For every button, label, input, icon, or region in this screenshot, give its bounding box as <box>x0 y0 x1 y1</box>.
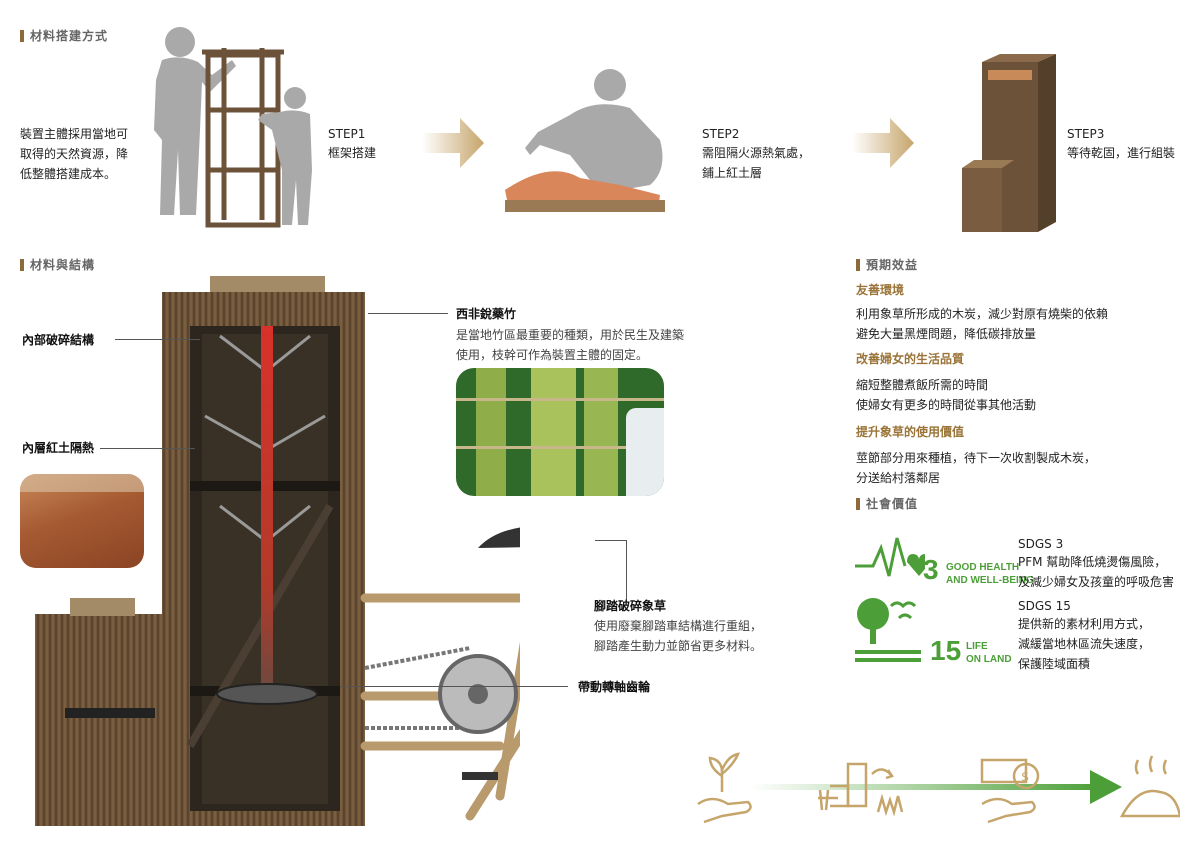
step3-illustration <box>962 54 1056 232</box>
sdg3-text: PFM 幫助降低燒燙傷風險， 及減少婦女及孩童的呼吸危害 <box>1018 555 1175 589</box>
pedal <box>462 772 498 780</box>
callout-gear: 帶動轉軸齒輪 <box>578 680 651 694</box>
step2-label: STEP2 <box>702 127 740 141</box>
step3-desc: 等待乾固，進行組裝 <box>1067 146 1176 160</box>
benefit-text-3: 莖節部分用來種植，待下一次收割製成木炭， 分送給村落鄰居 <box>856 451 1097 485</box>
lifecycle-flow: $ <box>697 752 1180 824</box>
leader-line <box>626 540 627 602</box>
callout-bamboo-title: 西非銳藥竹 <box>456 307 517 321</box>
callout-inner-clay: 內層紅土隔熱 <box>22 441 95 455</box>
sdg3-name-line2: AND WELL-BEING <box>946 575 1034 586</box>
kneeling-person-silhouette <box>525 69 663 210</box>
benefit-heading-1: 友善環境 <box>856 283 905 297</box>
arrow-right-icon <box>422 118 484 168</box>
sdg15-number: 15 <box>930 635 962 666</box>
device-grass-icon <box>818 762 904 817</box>
top-lid <box>210 276 325 292</box>
device-cutaway-illustration <box>35 276 520 826</box>
sdg15-text: 提供新的素材利用方式， 減緩當地林區流失速度， 保護陸域面積 <box>1018 617 1151 671</box>
section-marker <box>856 497 860 510</box>
benefit-heading-3: 提升象草的使用價值 <box>856 425 965 439</box>
diagonal-chute <box>186 503 334 749</box>
hand-plant-icon <box>697 752 752 824</box>
short-box-lid <box>70 598 135 616</box>
sdg3-title: SDGS 3 <box>1018 537 1064 551</box>
build-title-text: 材料搭建方式 <box>30 29 109 43</box>
charcoal-pile-icon <box>1119 755 1180 818</box>
leader-line <box>368 313 448 314</box>
flow-line <box>750 784 1100 790</box>
callout-inner-crush: 內部破碎結構 <box>22 333 95 347</box>
benefits-section-title: 預期效益 <box>856 256 918 273</box>
bike-seat <box>478 527 520 548</box>
short-box <box>35 614 165 826</box>
step3-label: STEP3 <box>1067 127 1105 141</box>
outlet-slot <box>65 708 155 718</box>
leader-line <box>340 686 568 687</box>
sdg3-number: 3 <box>923 554 939 585</box>
sdg15-name-line2: ON LAND <box>966 654 1012 665</box>
section-marker <box>856 258 860 271</box>
section-marker <box>20 29 24 42</box>
step1-label: STEP1 <box>328 127 366 141</box>
sdg15-title: SDGS 15 <box>1018 599 1071 613</box>
step1-desc: 框架搭建 <box>328 146 377 160</box>
sdg3-name-line1: GOOD HEALTH <box>946 562 1020 573</box>
svg-text:$: $ <box>1021 770 1029 785</box>
build-section-title: 材料搭建方式 <box>20 27 108 44</box>
bike-chain <box>364 646 471 730</box>
leader-line <box>100 448 195 449</box>
benefit-text-1: 利用象草所形成的木炭，減少對原有燒柴的依賴 避免大量黑煙問題，降低碳排放量 <box>856 307 1109 341</box>
benefit-heading-2: 改善婦女的生活品質 <box>856 352 965 366</box>
structure-title-text: 材料與結構 <box>30 258 96 272</box>
social-title-text: 社會價值 <box>866 497 919 511</box>
wood-board <box>505 200 665 212</box>
social-section-title: 社會價值 <box>856 495 918 512</box>
callout-pedal-title: 腳踏破碎象草 <box>594 599 667 613</box>
step2-illustration <box>505 69 665 212</box>
child-silhouette <box>258 87 312 225</box>
bamboo-photo <box>456 368 664 496</box>
drive-gear <box>216 683 318 705</box>
callout-bamboo-desc: 是當地竹區最重要的種類，用於民生及建築 使用，枝幹可作為裝置主體的固定。 <box>456 328 685 362</box>
structure-section-title: 材料與結構 <box>20 256 95 273</box>
step1-illustration <box>154 27 312 228</box>
callout-pedal-desc: 使用廢棄腳踏車結構進行重組， 腳踏產生動力並節省更多材料。 <box>594 619 763 653</box>
heartbeat-icon <box>855 537 925 577</box>
section-marker <box>20 258 24 271</box>
benefit-text-2: 縮短整體煮飯所需的時間 使婦女有更多的時間從事其他活動 <box>856 378 1037 412</box>
flow-arrowhead <box>1090 770 1122 804</box>
rotating-shaft <box>261 326 273 696</box>
adult-silhouette <box>154 27 236 215</box>
build-intro: 裝置主體採用當地可 取得的天然資源，降 低整體搭建成本。 <box>20 127 129 181</box>
hand-coin-icon: $ <box>980 758 1040 824</box>
arrow-right-icon <box>852 118 914 168</box>
assembled-device <box>962 54 1056 232</box>
leader-line <box>115 339 200 340</box>
leader-line <box>595 540 627 541</box>
crushing-blades <box>204 334 326 540</box>
step2-desc: 需阻隔火源熱氣處， 鋪上紅土層 <box>702 146 811 180</box>
tree-icon <box>855 598 921 662</box>
sdg15-name-line1: LIFE <box>966 641 988 652</box>
red-clay-photo <box>20 474 144 568</box>
benefits-title-text: 預期效益 <box>866 258 919 272</box>
